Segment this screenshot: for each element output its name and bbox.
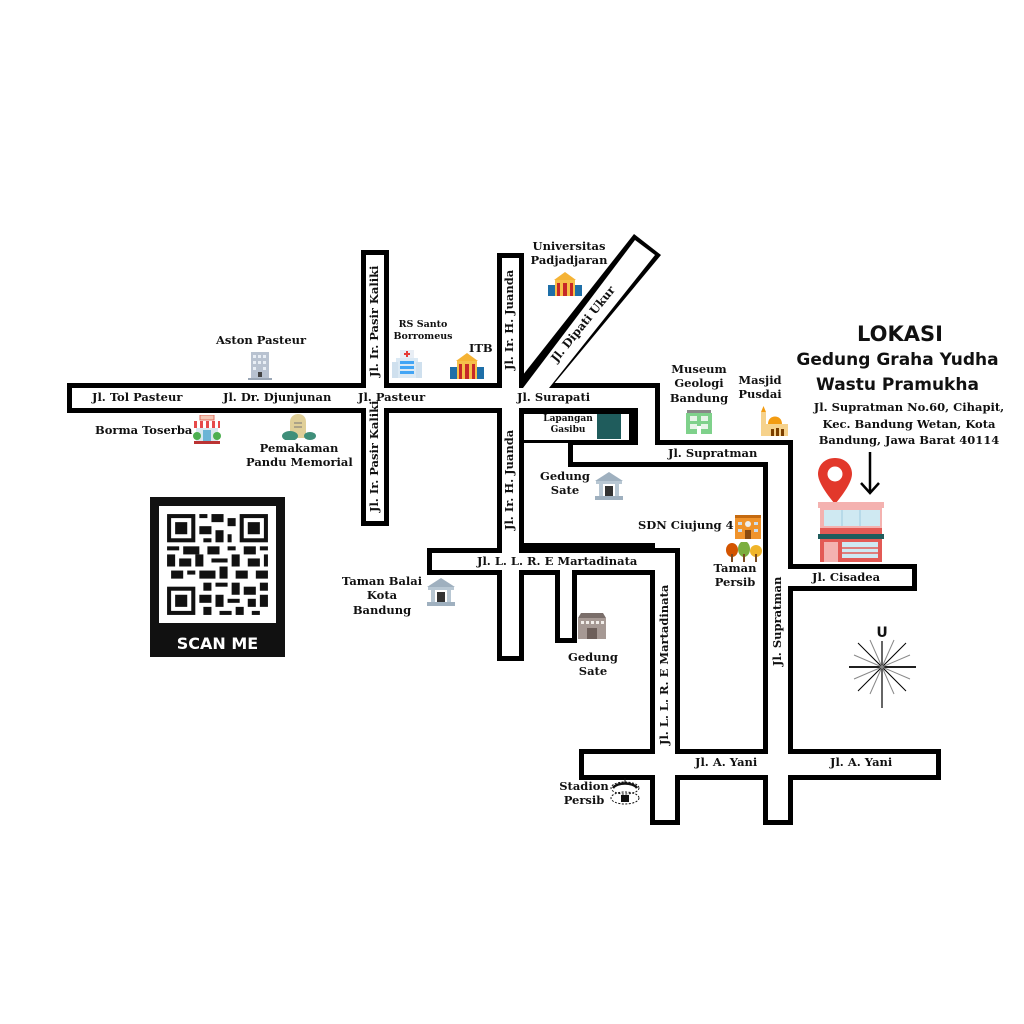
road-label-pasir-kaliki-south: Jl. Ir. Pasir Kaliki <box>367 400 381 512</box>
landmark-gedung-sate-b: Gedung Sate <box>566 650 620 679</box>
university-icon-itb <box>450 353 484 379</box>
museum-line3: Bandung <box>669 390 729 405</box>
landmark-rs-borromeus: RS Santo Borromeus <box>393 319 453 343</box>
mosque-icon <box>761 406 788 436</box>
stadion-line1: Stadion <box>559 779 609 793</box>
hotel-building-icon <box>248 352 272 380</box>
store-icon <box>193 415 221 444</box>
location-pin-icon <box>818 458 852 504</box>
gedung-sate-a-line1: Gedung <box>540 469 590 483</box>
gasibu-field-icon <box>597 414 621 439</box>
down-arrow-icon <box>860 452 880 495</box>
balai-line1: Taman Balai <box>341 574 423 588</box>
university-icon-unpad <box>548 272 582 296</box>
landmark-sdn-ciujung: SDN Ciujung 4 <box>638 518 734 532</box>
cemetery-icon <box>282 414 316 440</box>
address-line2: Kec. Bandung Wetan, Kota <box>822 416 996 431</box>
landmark-gedung-sate-a: Gedung Sate <box>538 469 592 498</box>
road-label-djunjunan: Jl. Dr. Djunjunan <box>223 390 332 404</box>
venue-name-line2: Wastu Pramukha <box>816 375 979 395</box>
venue-name-line1: Gedung Graha Yudha <box>796 350 999 370</box>
stadium-icon <box>610 778 640 805</box>
address-line1: Jl. Supratman No.60, Cihapit, <box>813 400 1005 414</box>
landmark-museum-geologi: Museum Geologi Bandung <box>666 362 732 405</box>
road-label-tol-pasteur: Jl. Tol Pasteur <box>92 390 183 404</box>
road-label-pasir-kaliki-north: Jl. Ir. Pasir Kaliki <box>367 265 381 377</box>
road-label-pasteur: Jl. Pasteur <box>358 390 426 404</box>
road-label-surapati: Jl. Surapati <box>517 390 591 404</box>
school-icon <box>735 515 761 539</box>
road-label-a-yani-2: Jl. A. Yani <box>830 755 893 769</box>
landmark-borma-toserba: Borma Toserba <box>95 423 193 437</box>
pemakaman-line2: Pandu Memorial <box>246 455 353 470</box>
museum-icon <box>686 410 712 434</box>
gedung-sate-a-line2: Sate <box>550 483 580 498</box>
landmark-masjid-pusdai: Masjid Pusdai <box>735 373 785 402</box>
museum-line1: Museum <box>671 362 727 376</box>
masjid-line2: Pusdai <box>738 387 782 402</box>
landmark-stadion-persib: Stadion Persib <box>556 779 612 808</box>
balai-line2: Kota <box>366 588 398 603</box>
masjid-line1: Masjid <box>738 373 782 387</box>
qr-pattern-icon <box>167 514 268 615</box>
balai-line3: Bandung <box>352 602 412 617</box>
road-label-cisadea: Jl. Cisadea <box>812 570 881 584</box>
hospital-icon <box>392 350 422 378</box>
rs-line2: Borromeus <box>393 330 453 342</box>
taman-persib-line1: Taman <box>713 561 757 575</box>
road-label-juanda-north: Jl. Ir. H. Juanda <box>502 269 516 370</box>
qr-code-image <box>159 506 276 623</box>
landmark-pemakaman-pandu: Pemakaman Pandu Memorial <box>246 441 353 470</box>
address: Jl. Supratman No.60, Cihapit, Kec. Bandu… <box>805 399 1013 449</box>
gedung-sate-b-line2: Sate <box>578 664 608 679</box>
qr-code[interactable]: SCAN ME <box>150 497 285 657</box>
road-label-a-yani-1: Jl. A. Yani <box>695 755 758 769</box>
office-building-icon <box>578 613 606 639</box>
government-building-icon-balai <box>427 578 455 606</box>
rs-line1: RS Santo <box>398 319 448 330</box>
stadion-line2: Persib <box>563 793 605 808</box>
taman-persib-line2: Persib <box>714 575 756 590</box>
unpad-line1: Universitas <box>532 239 606 253</box>
pemakaman-line1: Pemakaman <box>259 441 339 455</box>
road-label-martadinata-v: Jl. L. L. R. E Martadinata <box>657 584 671 745</box>
gasibu-line2: Gasibu <box>550 425 586 436</box>
museum-line2: Geologi <box>674 376 724 391</box>
landmark-taman-persib: Taman Persib <box>708 561 762 590</box>
gasibu-line1: Lapangan <box>543 414 593 424</box>
unpad-line2: Padjadjaran <box>530 253 608 268</box>
compass-north-label: U <box>876 625 888 641</box>
landmark-taman-balai-kota: Taman Balai Kota Bandung <box>338 574 426 617</box>
landmark-itb: ITB <box>469 341 493 355</box>
landmark-unpad: Universitas Padjadjaran <box>527 239 611 268</box>
landmark-aston-pasteur: Aston Pasteur <box>216 333 307 347</box>
government-building-icon-a <box>595 472 623 500</box>
road-label-supratman-h: Jl. Supratman <box>668 446 758 460</box>
address-line3: Bandung, Jawa Barat 40114 <box>818 433 1000 448</box>
landmark-lapangan-gasibu: Lapangan Gasibu <box>540 414 596 437</box>
road-label-martadinata-h: Jl. L. L. R. E Martadinata <box>477 554 638 568</box>
gedung-sate-b-line1: Gedung <box>568 650 618 664</box>
venue-building-icon <box>818 502 884 562</box>
park-trees-icon <box>726 542 762 562</box>
heading: LOKASI <box>857 322 943 346</box>
compass-rose-icon <box>849 639 916 708</box>
road-label-juanda-south: Jl. Ir. H. Juanda <box>502 429 516 530</box>
road-label-supratman-v: Jl. Supratman <box>770 576 784 666</box>
scan-me-label: SCAN ME <box>176 634 259 653</box>
